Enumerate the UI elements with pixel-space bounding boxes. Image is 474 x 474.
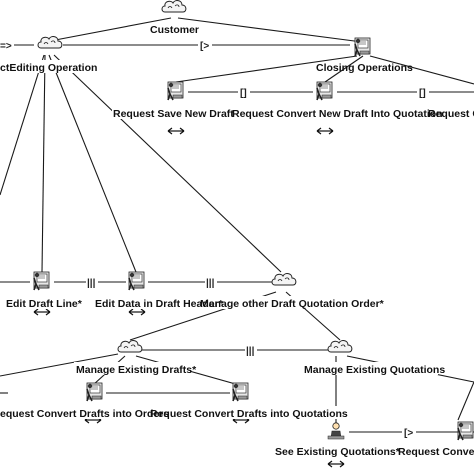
edge-editing-left bbox=[0, 54, 45, 196]
edge-editing-edit-line bbox=[41, 54, 46, 273]
operator-choice-b: [] bbox=[419, 88, 426, 99]
cloud-icon bbox=[327, 340, 353, 353]
double-arrow-icon bbox=[316, 127, 334, 135]
node-edit-header-label: Edit Data in Draft Header* bbox=[95, 298, 224, 310]
cloud-icon bbox=[161, 0, 187, 13]
node-editing-label: ctEditing Operation bbox=[0, 62, 97, 74]
node-manage-drafts-label: Manage Existing Drafts* bbox=[76, 364, 197, 376]
double-arrow-icon bbox=[167, 127, 185, 135]
edge-drafts-leftout bbox=[0, 353, 119, 377]
cloud-icon bbox=[37, 36, 63, 49]
operators: => [> [] [] ||| ||| ||| [> bbox=[0, 39, 429, 439]
edges bbox=[0, 17, 474, 433]
user-task-icon bbox=[457, 421, 474, 441]
node-closing-label: Closing Operations bbox=[316, 62, 413, 74]
user-task-icon bbox=[232, 382, 249, 402]
user-task-icon bbox=[128, 271, 145, 291]
cloud-icon bbox=[271, 273, 297, 286]
node-convert-quotation-label: Request Convert New Draft Into Quotation bbox=[232, 108, 443, 120]
node-manage-quotations-label: Manage Existing Quotations bbox=[304, 364, 445, 376]
node-manage-other-label: Manage other Draft Quotation Order* bbox=[200, 298, 385, 310]
node-manage-drafts: Manage Existing Drafts* bbox=[74, 340, 197, 376]
node-request-right-label: Request C bbox=[428, 108, 474, 120]
edge-closing-convert bbox=[324, 55, 364, 83]
node-request-convert-right bbox=[457, 421, 474, 441]
edge-closing-save bbox=[175, 55, 358, 83]
operator-interleave-a: ||| bbox=[87, 278, 96, 289]
operator-interleave-c: ||| bbox=[246, 346, 255, 357]
edge-customer-editing bbox=[49, 17, 172, 42]
node-convert-orders-label: equest Convert Drafts into Orders bbox=[0, 408, 169, 420]
user-task-icon bbox=[167, 81, 184, 101]
user-task-icon bbox=[86, 382, 103, 402]
edge-closing-right bbox=[369, 55, 474, 85]
user-task-icon bbox=[316, 81, 333, 101]
operator-interleave-b: ||| bbox=[206, 278, 215, 289]
node-see-quotations-label: See Existing Quotations* bbox=[275, 446, 401, 458]
edge-editing-manage-other bbox=[53, 54, 282, 273]
user-task-icon bbox=[33, 271, 50, 291]
edge-right-down bbox=[457, 381, 474, 421]
node-editing: ctEditing Operation bbox=[0, 36, 97, 74]
edge-customer-closing bbox=[177, 17, 363, 43]
node-request-convert-right-label: Request Conve bbox=[398, 446, 474, 458]
application-task-icon bbox=[354, 37, 371, 57]
node-customer-label: Customer bbox=[150, 24, 199, 36]
node-edit-line-label: Edit Draft Line* bbox=[6, 298, 83, 310]
node-manage-other bbox=[271, 273, 297, 286]
interaction-task-icon bbox=[327, 422, 345, 440]
node-customer: Customer bbox=[150, 0, 199, 36]
row-closing-labels: Request Save New Draft bbox=[113, 108, 234, 120]
node-closing: Closing Operations bbox=[316, 37, 413, 74]
node-convert-quotations-label: Request Convert Drafts into Quotations bbox=[150, 408, 348, 420]
edge-editing-edit-header bbox=[48, 54, 137, 273]
double-arrow-icon bbox=[327, 460, 345, 468]
operator-disable-bottom: [> bbox=[404, 428, 413, 439]
operator-enable-left: => bbox=[0, 41, 12, 52]
node-manage-quotations: Manage Existing Quotations bbox=[302, 340, 445, 376]
cloud-icon bbox=[117, 340, 143, 353]
operator-disable: [> bbox=[200, 41, 209, 52]
operator-choice-a: [] bbox=[240, 88, 247, 99]
